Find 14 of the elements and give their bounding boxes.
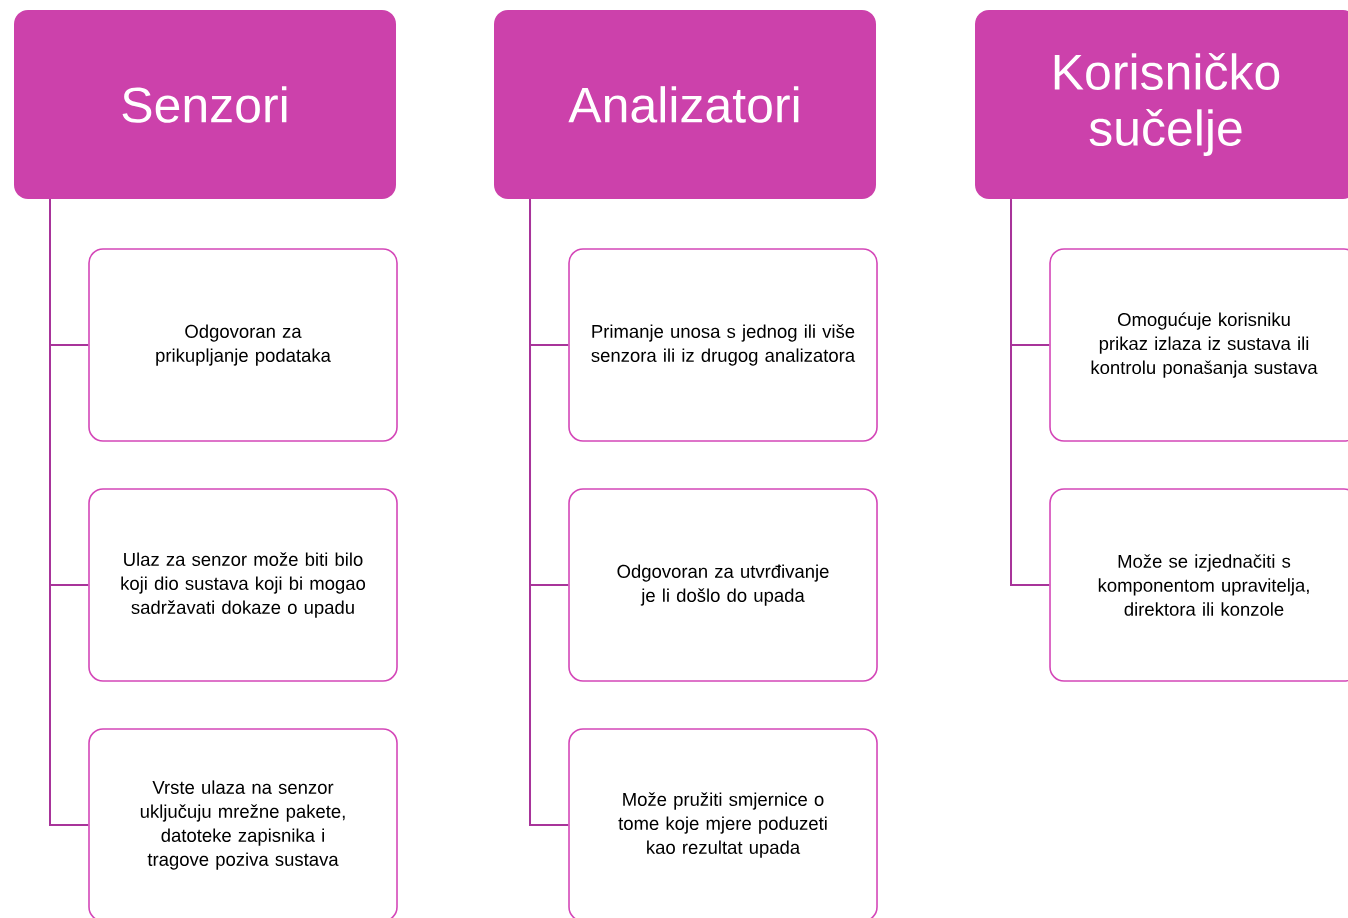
connector-line bbox=[529, 198, 570, 826]
text-box: Ulaz za senzor može biti bilo koji dio sustava koji bi mogao sadržavati dokaze o upadu bbox=[88, 488, 398, 682]
connector-line bbox=[1010, 198, 1051, 586]
text-box: Odgovoran za utvrđivanje je li došlo do upada bbox=[568, 488, 878, 682]
header-box: Analizatori bbox=[494, 10, 876, 199]
header-box: Korisničko sučelje bbox=[975, 10, 1348, 199]
connector-line bbox=[49, 198, 90, 826]
text-box: Primanje unosa s jednog ili više senzora ili iz drugog analizatora bbox=[568, 248, 878, 442]
header-box: Senzori bbox=[14, 10, 396, 199]
text-box: Vrste ulaza na senzor uključuju mrežne pakete, datoteke zapisnika i tragove poziva sustava bbox=[88, 728, 398, 918]
text-box: Može pružiti smjernice o tome koje mjere poduzeti kao rezultat upada bbox=[568, 728, 878, 918]
text-box: Omogućuje korisniku prikaz izlaza iz sustava ili kontrolu ponašanja sustava bbox=[1049, 248, 1348, 442]
text-box: Može se izjednačiti s komponentom upravitelja, direktora ili konzole bbox=[1049, 488, 1348, 682]
text-box: Odgovoran za prikupljanje podataka bbox=[88, 248, 398, 442]
